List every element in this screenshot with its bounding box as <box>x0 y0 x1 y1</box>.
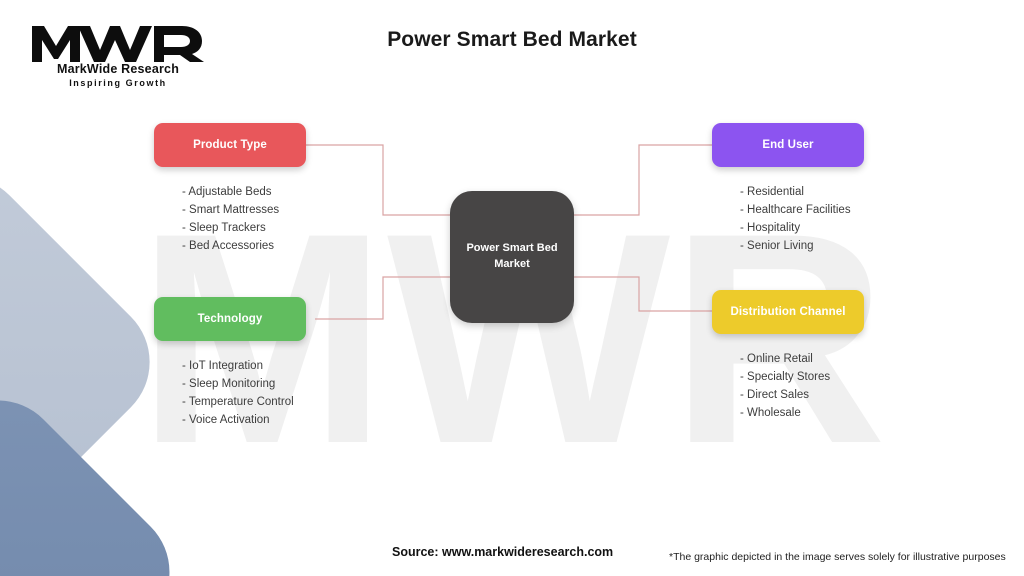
branch-header-product-type[interactable]: Product Type <box>154 123 306 167</box>
center-node-label: Power Smart Bed Market <box>466 242 558 270</box>
list-item: - Healthcare Facilities <box>740 204 851 216</box>
source-label: Source: www.markwideresearch.com <box>392 545 614 559</box>
decorative-shape-light <box>0 149 177 575</box>
list-item: - Direct Sales <box>740 389 810 401</box>
list-item: - Adjustable Beds <box>182 186 272 198</box>
list-item: - IoT Integration <box>182 360 263 372</box>
branch-title-distribution-channel: Distribution Channel <box>730 306 846 318</box>
list-item: - Temperature Control <box>182 396 294 408</box>
center-node[interactable]: Power Smart Bed Market <box>450 191 574 323</box>
list-item: - Senior Living <box>740 240 814 252</box>
branch-header-technology[interactable]: Technology <box>154 297 306 341</box>
branch-header-end-user[interactable]: End User <box>712 123 864 167</box>
logo-company-name: MarkWide Research <box>56 62 180 76</box>
connector-distribution-channel <box>574 276 712 312</box>
logo: MarkWide Research Inspiring Growth <box>14 22 234 90</box>
branch-title-end-user: End User <box>762 139 814 151</box>
branch-end-user: End User - Residential - Healthcare Faci… <box>712 123 864 255</box>
list-item: - Smart Mattresses <box>182 204 280 216</box>
list-item: - Sleep Monitoring <box>182 378 276 390</box>
branch-title-product-type: Product Type <box>193 139 267 151</box>
page-title: Power Smart Bed Market <box>387 28 637 51</box>
branch-header-distribution-channel[interactable]: Distribution Channel <box>712 290 864 334</box>
disclaimer-label: *The graphic depicted in the image serve… <box>669 551 1006 563</box>
branch-technology: Technology - IoT Integration - Sleep Mon… <box>154 297 306 429</box>
connector-technology <box>315 276 450 320</box>
branch-product-type: Product Type - Adjustable Beds - Smart M… <box>154 123 306 255</box>
list-item: - Sleep Trackers <box>182 222 266 234</box>
list-item: - Hospitality <box>740 222 801 234</box>
branch-list-product-type: - Adjustable Beds - Smart Mattresses - S… <box>182 183 306 255</box>
branch-list-end-user: - Residential - Healthcare Facilities - … <box>740 183 864 255</box>
list-item: - Specialty Stores <box>740 371 831 383</box>
list-item: - Residential <box>740 186 804 198</box>
list-item: - Voice Activation <box>182 414 270 426</box>
connector-end-user <box>574 144 712 216</box>
list-item: - Bed Accessories <box>182 240 275 252</box>
logo-tagline: Inspiring Growth <box>69 78 167 88</box>
branch-list-distribution-channel: - Online Retail - Specialty Stores - Dir… <box>740 350 864 422</box>
logo-mark-mwr <box>32 26 204 62</box>
branch-distribution-channel: Distribution Channel - Online Retail - S… <box>712 290 864 422</box>
list-item: - Online Retail <box>740 353 813 365</box>
list-item: - Wholesale <box>740 407 801 419</box>
connector-product-type <box>306 144 450 216</box>
branch-title-technology: Technology <box>197 313 263 325</box>
branch-list-technology: - IoT Integration - Sleep Monitoring - T… <box>182 357 306 429</box>
